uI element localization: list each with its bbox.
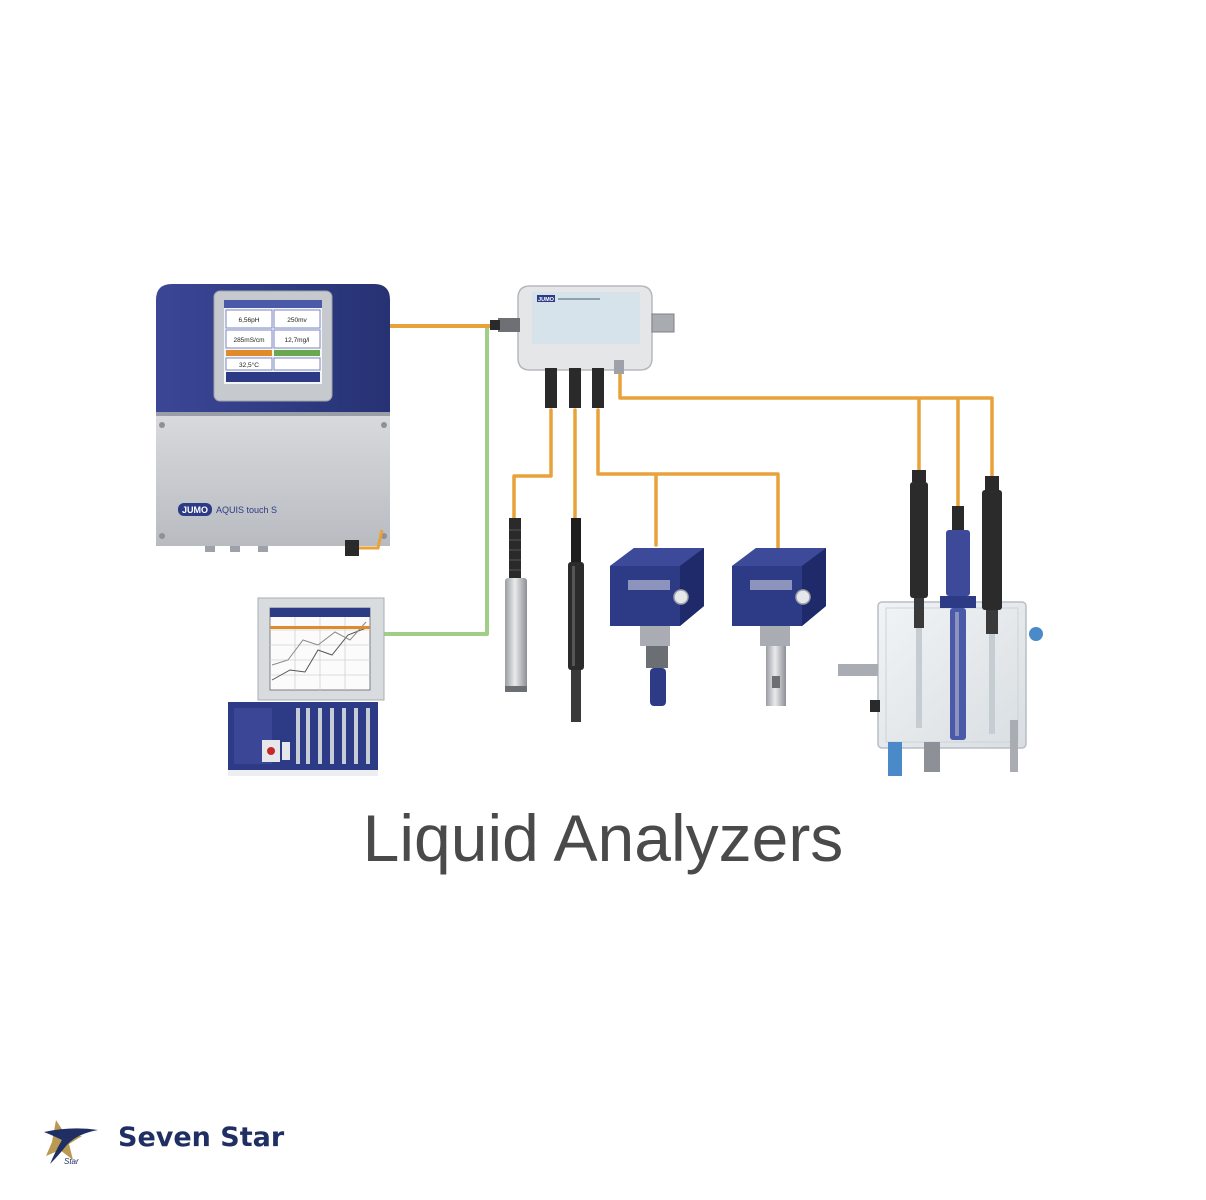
screen-value-2: 250mv: [287, 317, 307, 324]
orange-cable-flow-cell: [620, 370, 992, 508]
svg-text:JUMO: JUMO: [182, 505, 208, 515]
data-recorder: [258, 598, 384, 700]
submersible-probe-2: [568, 518, 584, 722]
logo-text: Star: [64, 1157, 79, 1166]
aquis-controller: 6,56pH 250mv 285mS/cm 12,7mg/l 32,5°C JU…: [156, 284, 390, 556]
screen-value-1: 6,56pH: [239, 317, 260, 324]
io-rack: [228, 702, 378, 776]
orange-cable-sensors-34: [598, 410, 778, 548]
submersible-probe-1: [505, 518, 527, 692]
green-cable: [383, 327, 487, 634]
screen-value-3: 285mS/cm: [233, 337, 264, 344]
page-title: Liquid Analyzers: [0, 800, 1206, 876]
brand-name: Seven Star: [118, 1122, 284, 1153]
star-swoosh-logo: Star: [42, 1116, 100, 1168]
screen-value-4: 12,7mg/l: [285, 337, 310, 344]
junction-box: JUMO: [490, 286, 674, 408]
inductive-sensor-4: [732, 548, 826, 706]
flow-cell-assembly: [838, 470, 1043, 776]
orange-cable-probe-1: [514, 410, 551, 520]
controller-model-label: AQUIS touch S: [216, 505, 277, 515]
screen-value-5: 32,5°C: [239, 361, 259, 369]
svg-text:JUMO: JUMO: [538, 297, 555, 303]
inductive-sensor-3: [610, 548, 704, 706]
